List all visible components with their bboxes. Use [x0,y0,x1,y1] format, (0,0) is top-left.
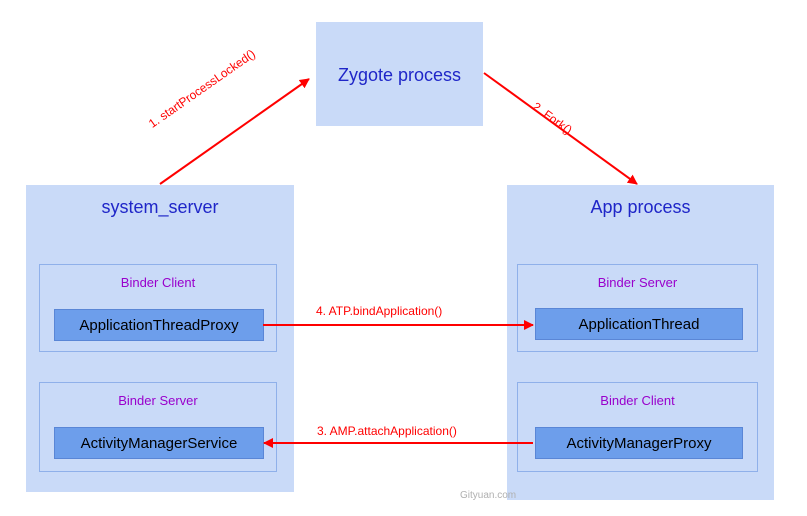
app-process-binder-client-group: Binder Client ActivityManagerProxy [517,382,758,472]
system-server-binder-server-group: Binder Server ActivityManagerService [39,382,277,472]
application-thread-node: ApplicationThread [535,308,743,340]
app-process-binder-server-group: Binder Server ApplicationThread [517,264,758,352]
activity-manager-proxy-node: ActivityManagerProxy [535,427,743,459]
system-server-box: system_server Binder Client ApplicationT… [26,185,294,492]
app-process-binder-client-label: Binder Client [600,393,675,408]
zygote-process-title: Zygote process [337,65,462,85]
system-server-binder-client-label: Binder Client [120,275,196,290]
watermark: Gityuan.com [460,490,517,501]
system-server-title: system_server [101,197,219,217]
zygote-process-box: Zygote process [316,22,483,126]
bind-application-label: 4. ATP.bindApplication() [316,304,443,318]
app-process-box: App process Binder Server ApplicationThr… [507,185,774,500]
system-server-binder-server-label: Binder Server [118,393,198,408]
system-server-binder-client-group: Binder Client ApplicationThreadProxy [39,264,277,352]
start-process-arrow [159,78,310,185]
attach-application-label: 3. AMP.attachApplication() [317,424,457,438]
app-process-binder-server-label: Binder Server [597,275,678,290]
activity-manager-service-node: ActivityManagerService [54,427,264,459]
fork-arrow [483,72,638,185]
app-process-title: App process [590,197,691,217]
application-thread-proxy-node: ApplicationThreadProxy [54,309,264,341]
